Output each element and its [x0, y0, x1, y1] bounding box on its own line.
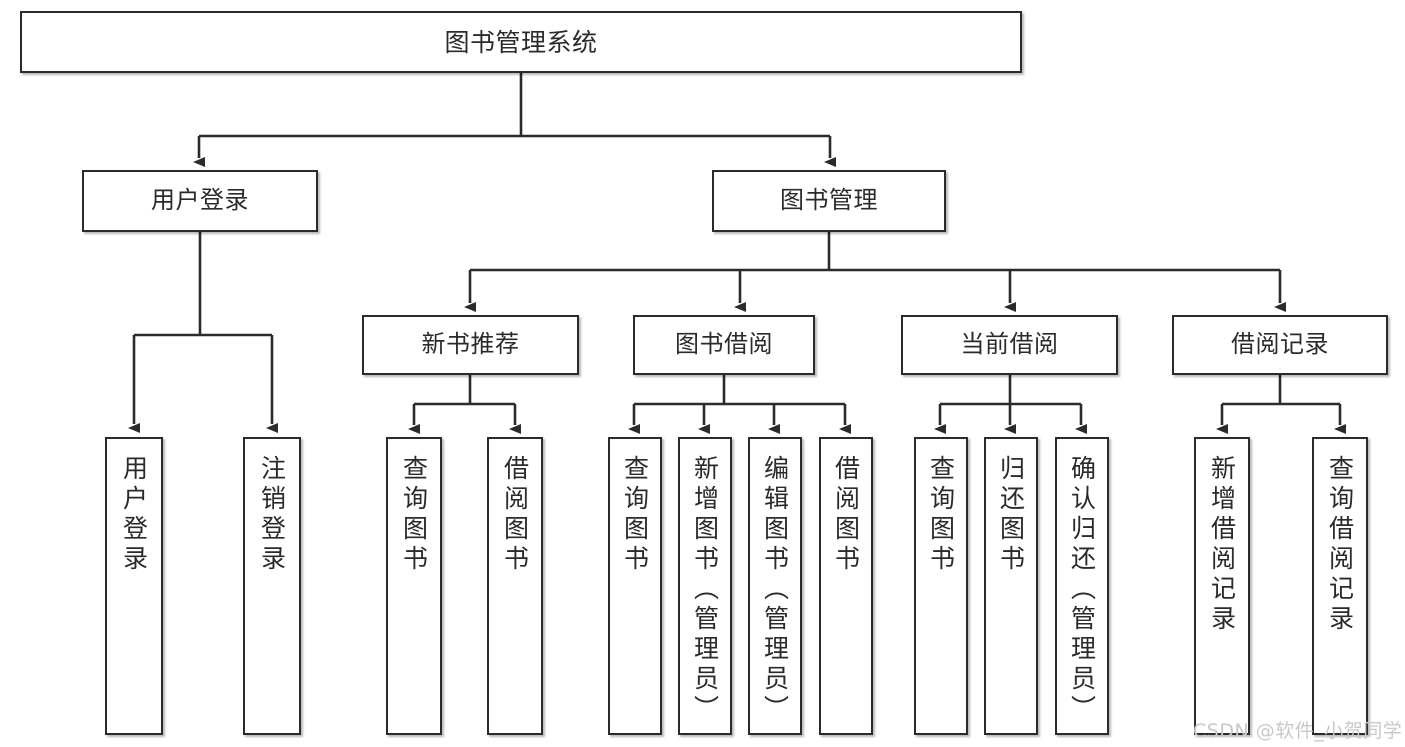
leaf-query-record[interactable]: 查询借阅记录	[1312, 437, 1368, 735]
leaf-return-book[interactable]: 归还图书	[984, 437, 1038, 735]
node-book-manage[interactable]: 图书管理	[712, 170, 946, 232]
node-user-login[interactable]: 用户登录	[82, 170, 318, 232]
leaf-query-book-3-label: 查询图书	[926, 455, 956, 575]
node-root[interactable]: 图书管理系统	[20, 11, 1022, 73]
leaf-query-book-1[interactable]: 查询图书	[386, 437, 442, 735]
node-new-book-rec-label: 新书推荐	[421, 330, 520, 359]
node-borrow-record[interactable]: 借阅记录	[1172, 315, 1388, 375]
leaf-query-book-3[interactable]: 查询图书	[914, 437, 968, 735]
node-root-label: 图书管理系统	[444, 27, 598, 57]
leaf-user-logout[interactable]: 注销登录	[243, 437, 301, 735]
leaf-edit-book-label: 编辑图书（管理员）	[760, 455, 790, 725]
leaf-user-login[interactable]: 用户登录	[105, 437, 163, 735]
leaf-add-record[interactable]: 新增借阅记录	[1194, 437, 1250, 735]
leaf-query-book-2-label: 查询图书	[620, 455, 650, 575]
leaf-borrow-book-2[interactable]: 借阅图书	[819, 437, 873, 735]
leaf-query-book-2[interactable]: 查询图书	[608, 437, 662, 735]
node-new-book-rec[interactable]: 新书推荐	[362, 315, 579, 375]
leaf-query-book-1-label: 查询图书	[399, 455, 429, 575]
leaf-return-book-label: 归还图书	[996, 455, 1026, 575]
node-user-login-label: 用户登录	[151, 186, 249, 215]
leaf-borrow-book-1[interactable]: 借阅图书	[487, 437, 543, 735]
leaf-add-book-label: 新增图书（管理员）	[690, 455, 720, 725]
leaf-borrow-book-1-label: 借阅图书	[500, 455, 530, 575]
node-book-borrow-label: 图书借阅	[675, 330, 773, 359]
node-current-borrow[interactable]: 当前借阅	[901, 315, 1118, 375]
node-book-manage-label: 图书管理	[780, 186, 878, 215]
node-current-borrow-label: 当前借阅	[960, 330, 1059, 359]
node-book-borrow[interactable]: 图书借阅	[633, 315, 815, 375]
leaf-confirm-return-label: 确认归还（管理员）	[1067, 455, 1097, 725]
leaf-borrow-book-2-label: 借阅图书	[831, 455, 861, 575]
leaf-confirm-return[interactable]: 确认归还（管理员）	[1055, 437, 1109, 735]
leaf-user-logout-label: 注销登录	[257, 455, 287, 575]
leaf-add-book[interactable]: 新增图书（管理员）	[678, 437, 732, 735]
leaf-edit-book[interactable]: 编辑图书（管理员）	[748, 437, 802, 735]
node-borrow-record-label: 借阅记录	[1231, 330, 1329, 359]
leaf-query-record-label: 查询借阅记录	[1325, 455, 1355, 635]
leaf-user-login-label: 用户登录	[119, 455, 149, 575]
leaf-add-record-label: 新增借阅记录	[1207, 455, 1237, 635]
watermark-text: CSDN @软件_小贺同学	[1193, 720, 1403, 742]
